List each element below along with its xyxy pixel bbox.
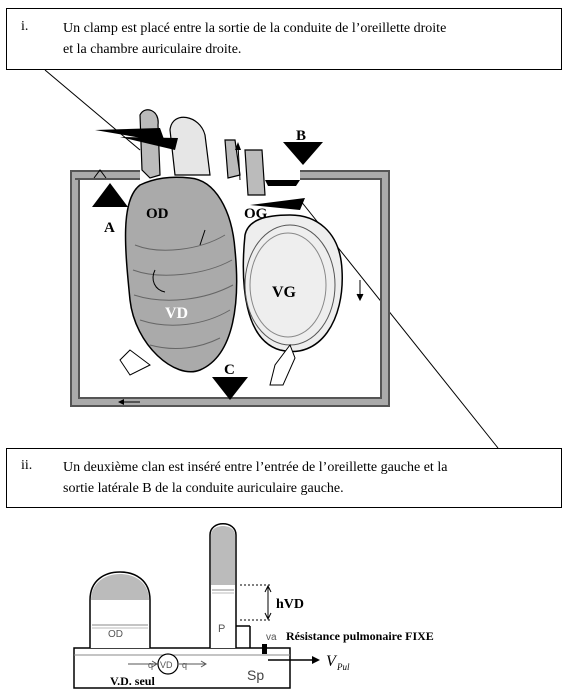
- model-label-q2: q: [182, 660, 187, 670]
- model-label-vpul-sub: Pul: [336, 662, 350, 672]
- model-label-vd: VD: [160, 660, 173, 670]
- resistance-block: [262, 644, 267, 654]
- model-label-p: P: [218, 623, 225, 635]
- model-label-sp: Sp: [247, 667, 264, 683]
- model-label-valve: va: [266, 632, 277, 643]
- model-label-od: OD: [108, 629, 123, 640]
- model-label-vd-seul: V.D. seul: [110, 674, 155, 688]
- model-label-resistance: Résistance pulmonaire FIXE: [286, 629, 434, 643]
- model-label-q1: q: [148, 660, 153, 670]
- model-label-hvd: hVD: [276, 597, 304, 612]
